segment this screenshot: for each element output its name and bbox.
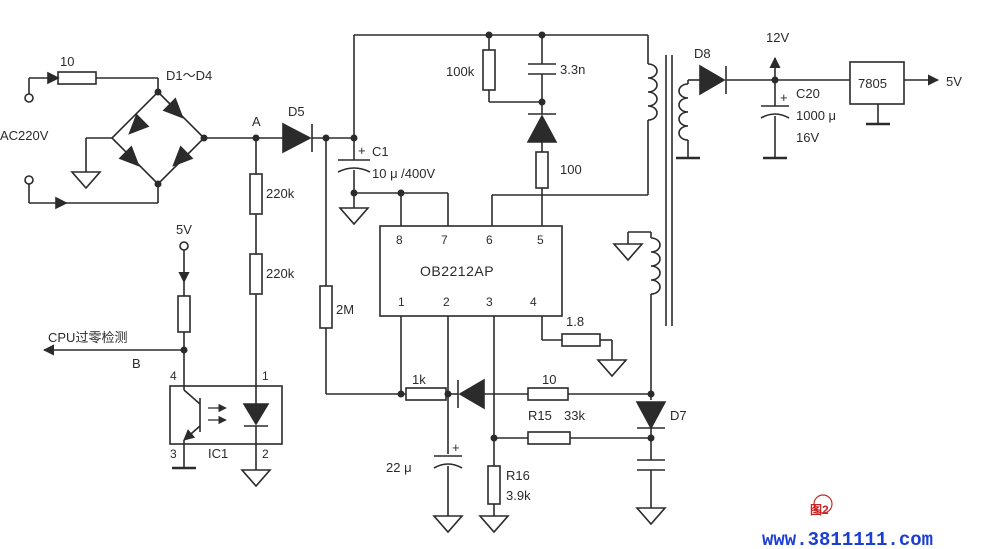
ac-label: AC220V	[0, 128, 49, 143]
c22-label: 22 μ	[386, 460, 412, 475]
d5-label: D5	[288, 104, 305, 119]
pin-2: 2	[443, 295, 450, 309]
r-220k-2-label: 220k	[266, 266, 295, 281]
node-a-label: A	[252, 114, 261, 129]
bridge-label: D1～D4	[166, 68, 212, 83]
primary-winding	[354, 31, 658, 226]
aux-winding: D7	[612, 231, 687, 526]
c1-plus: +	[358, 143, 366, 158]
r16-label: R16	[506, 468, 530, 483]
feedback-network: 1k 10 + 22 μ R15 33k R16 3.9k 1.8	[386, 314, 655, 534]
pin-1: 1	[398, 295, 405, 309]
c20-label: C20	[796, 86, 820, 101]
c1-value: 10 μ /400V	[372, 166, 435, 181]
node-b-label: B	[132, 356, 141, 371]
d8-label: D8	[694, 46, 711, 61]
ac-input: 10 AC220V	[0, 54, 159, 210]
snubber-r2-label: 100	[560, 162, 582, 177]
r-sense-label: 1.8	[566, 314, 584, 329]
snubber-r-label: 100k	[446, 64, 475, 79]
startup-divider: 220k 220k 2M	[249, 138, 406, 395]
opto-pin-1: 1	[262, 369, 269, 383]
v12-label: 12V	[766, 30, 789, 45]
v5-output-label: 5V	[946, 74, 962, 89]
pin-4: 4	[530, 295, 537, 309]
d5-path: A D5	[204, 104, 358, 154]
c1-label: C1	[372, 144, 389, 159]
bridge-rectifier: D1～D4	[70, 68, 212, 190]
input-resistor	[57, 71, 97, 85]
optocoupler: 4 3 1 2 IC1 5V CPU过零检测 B	[42, 222, 283, 488]
figure-label: 图2	[810, 503, 829, 517]
r-10-label: 10	[542, 372, 556, 387]
pin-8: 8	[396, 233, 403, 247]
transformer-core	[665, 55, 673, 326]
r15-label: R15	[528, 408, 552, 423]
opto-pin-2: 2	[262, 447, 269, 461]
r16-value: 3.9k	[506, 488, 531, 503]
pin-3: 3	[486, 295, 493, 309]
c20-value: 1000 μ	[796, 108, 836, 123]
opto-pin-4: 4	[170, 369, 177, 383]
c22-plus: +	[452, 440, 460, 455]
r15-value: 33k	[564, 408, 585, 423]
r-220k-1-label: 220k	[266, 186, 295, 201]
opto-supply-label: 5V	[176, 222, 192, 237]
secondary-output: + D8 12V C20 1000 μ 16V 7805 5V	[676, 30, 962, 160]
snubber: 100k 3.3n 100	[446, 35, 585, 226]
opto-pin-3: 3	[170, 447, 177, 461]
controller-ic: 8 7 6 5 OB2212AP 1 2 3 4	[350, 189, 563, 317]
c20-voltage: 16V	[796, 130, 819, 145]
r-2m-label: 2M	[336, 302, 354, 317]
c20-plus: +	[780, 90, 788, 105]
input-resistor-label: 10	[60, 54, 74, 69]
ic-name: OB2212AP	[420, 263, 494, 279]
d7-label: D7	[670, 408, 687, 423]
pin-7: 7	[441, 233, 448, 247]
c1-capacitor: + C1 10 μ /400V	[337, 35, 435, 226]
cpu-zero-detect-label: CPU过零检测	[48, 330, 127, 345]
pin-6: 6	[486, 233, 493, 247]
snubber-c-label: 3.3n	[560, 62, 585, 77]
opto-label: IC1	[208, 446, 228, 461]
pin-5: 5	[537, 233, 544, 247]
regulator-label: 7805	[858, 76, 887, 91]
r-1k-label: 1k	[412, 372, 426, 387]
watermark: www.3811111.com	[762, 529, 933, 549]
